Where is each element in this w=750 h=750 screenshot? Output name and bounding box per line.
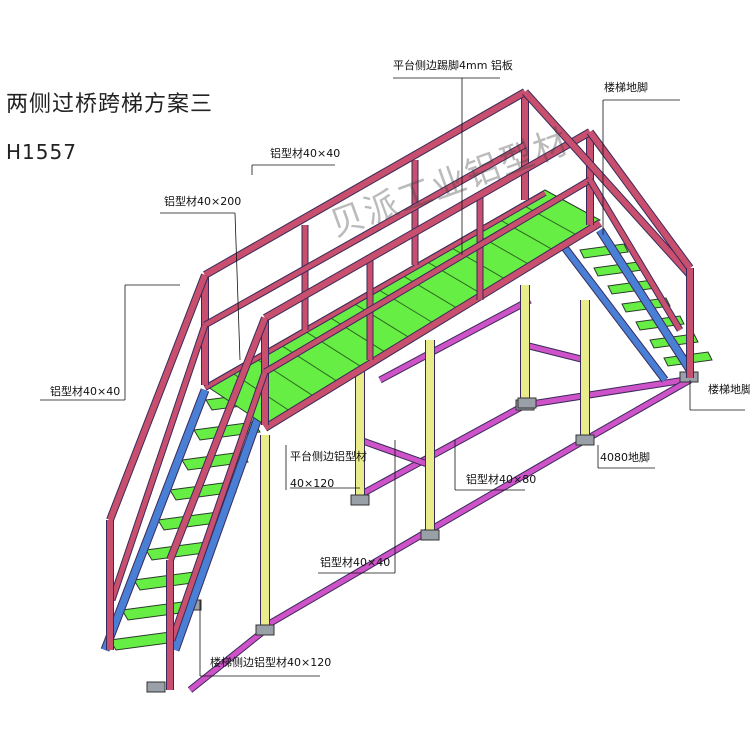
right-stair-stringer-outer	[597, 228, 693, 372]
ground-brace	[583, 377, 692, 443]
post-foot-1	[255, 624, 275, 636]
ground-brace	[524, 377, 686, 408]
post-foot-extra	[517, 397, 537, 409]
left-stair-handrail-outer	[107, 273, 208, 522]
stair-foot-left	[146, 681, 166, 693]
callout-leader-8	[234, 212, 241, 361]
right-stair-midrail	[587, 178, 683, 332]
right-stair-handrail-inner	[587, 130, 693, 270]
right-stair-handrail-outer	[522, 89, 693, 278]
ground-brace	[188, 628, 267, 692]
deck-plank-seam	[350, 301, 409, 338]
label-foot-4080: 4080地脚	[600, 451, 650, 464]
deck-plank-seam	[374, 287, 433, 323]
mid-handrail-front	[263, 177, 592, 375]
cross-brace	[378, 297, 532, 383]
platform-side-beam	[263, 220, 602, 431]
label-platform-side-kick: 平台侧边踢脚4mm 铝板	[393, 59, 513, 72]
cross-brace	[524, 342, 586, 363]
left-stair-midrail-outer	[109, 324, 208, 601]
model-code: H1557	[6, 140, 77, 164]
top-handrail-front	[263, 129, 592, 321]
label-alu-40x80: 铝型材40×80	[466, 473, 537, 486]
label-alu-40x200: 铝型材40×200	[164, 195, 242, 208]
ground-brace	[260, 527, 432, 631]
label-stair-side-alu: 楼梯侧边铝型材40×120	[210, 656, 332, 669]
left-stair-stringer-outer	[101, 388, 209, 652]
deck-plank-seam	[447, 245, 505, 280]
drawing-title: 两侧过桥跨梯方案三	[6, 92, 214, 117]
mid-handrail-back	[203, 142, 527, 328]
deck-plank-seam	[520, 203, 577, 236]
deck-plank-seam	[423, 259, 481, 294]
left-stair-midrail-inner	[169, 371, 268, 641]
label-alu-40x40-top: 铝型材40×40	[270, 147, 341, 160]
label-stair-foot-right: 楼梯地脚	[708, 383, 750, 396]
ground-brace	[358, 402, 527, 498]
left-stair-stringer-inner	[171, 388, 272, 652]
post-foot-2	[350, 494, 370, 506]
label-alu-40x40-left: 铝型材40×40	[50, 385, 121, 398]
label-alu-40x40-bottom: 铝型材40×40	[320, 556, 391, 569]
label-stair-foot-top: 楼梯地脚	[604, 81, 648, 94]
deck-plank-seam	[399, 273, 457, 309]
post-foot-5	[575, 434, 595, 446]
deck-plank-seam	[326, 314, 385, 353]
deck-plank-seam	[496, 217, 553, 250]
post-foot-3	[420, 529, 440, 541]
label-platform-side-alu-size: 40×120	[290, 477, 335, 490]
label-platform-side-alu: 平台侧边铝型材	[290, 450, 367, 463]
deck-plank-seam	[277, 342, 338, 382]
ground-brace	[428, 437, 587, 533]
left-stair-handrail-inner	[167, 316, 268, 562]
deck-plank-seam	[301, 328, 361, 367]
left-stair-tread-7	[181, 451, 249, 471]
right-stair-stringer-inner	[562, 246, 668, 382]
top-handrail-back	[203, 89, 527, 278]
